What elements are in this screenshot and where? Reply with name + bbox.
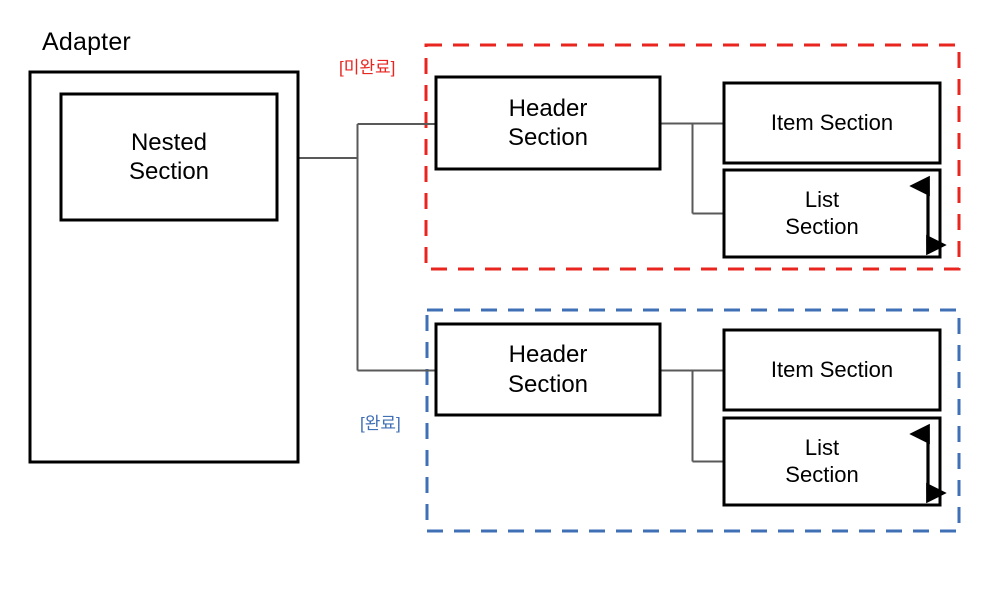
- group-tag-incomplete: [미완료]: [339, 58, 396, 77]
- box-nested-section[interactable]: [59, 92, 279, 222]
- box-list-section-top[interactable]: [722, 168, 942, 259]
- box-header-section-top[interactable]: [434, 75, 662, 171]
- box-item-section-bottom[interactable]: [722, 328, 942, 412]
- connector-lines: [277, 122, 726, 463]
- box-list-section-bottom[interactable]: [722, 416, 942, 507]
- page-title: Adapter: [42, 28, 131, 56]
- box-item-section-top[interactable]: [722, 81, 942, 165]
- group-tag-complete: [완료]: [360, 414, 401, 433]
- box-header-section-bottom[interactable]: [434, 322, 662, 417]
